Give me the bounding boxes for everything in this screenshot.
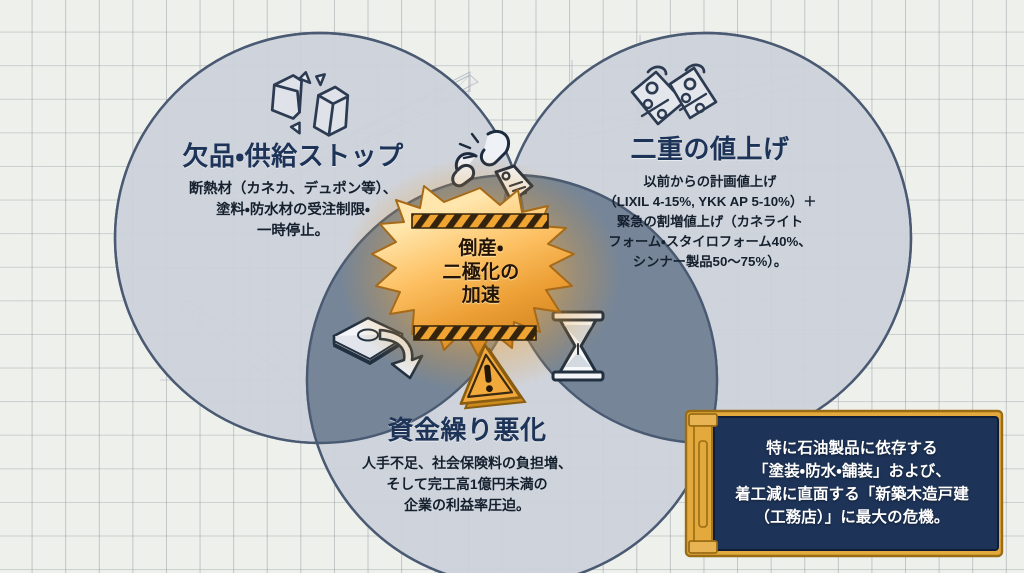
- supply-stop-title: 欠品・供給ストップ: [182, 141, 404, 171]
- price-hike-body: 以前からの計画値上げ （LIXIL 4-15%, YKK AP 5-10%）＋ …: [565, 172, 855, 272]
- callout-line: 「塗装・防水・舗装」および、: [753, 463, 951, 481]
- callout-line: （工務店）」に最大の危機。: [754, 508, 950, 526]
- cashflow-text: 資金繰り悪化 人手不足、社会保険料の負担増、 そして完工高1億円未満の 企業の利…: [322, 414, 612, 515]
- cashflow-title: 資金繰り悪化: [387, 415, 547, 445]
- price-hike-body-line: フォーム・スタイロフォーム40%、: [608, 234, 812, 250]
- cashflow-body-line: そして完工高1億円未満の: [386, 475, 548, 492]
- price-hike-title: 二重の値上げ: [630, 134, 790, 164]
- price-hike-body-line: シンナー製品50〜75%）。: [632, 254, 788, 270]
- callout-line: 特に石油製品に依存する: [766, 440, 938, 458]
- cashflow-body-line: 人手不足、社会保険料の負担増、: [362, 455, 572, 472]
- supply-stop-body-line: 断熱材（カネカ、デュポン等）、: [188, 181, 398, 198]
- key-risk-callout: 特に石油製品に依存する 「塗装・防水・舗装」および、 着工減に直面する「新築木造…: [686, 411, 1002, 556]
- cashflow-body: 人手不足、社会保険料の負担増、 そして完工高1億円未満の 企業の利益率圧迫。: [322, 453, 612, 515]
- price-hike-body-line: 緊急の割増値上げ（カネライト: [616, 214, 804, 230]
- supply-stop-text: 欠品・供給ストップ 断熱材（カネカ、デュポン等）、 塗料・防水材の受注制限・ 一…: [148, 140, 438, 242]
- supply-stop-body-line: 塗料・防水材の受注制限・: [216, 202, 370, 219]
- gold-pillar-ornament: [688, 413, 718, 554]
- callout-line: 着工減に直面する「新築木造戸建: [735, 486, 969, 503]
- broken-box-icon: [270, 71, 350, 137]
- supply-stop-body-line: 一時停止。: [257, 223, 329, 240]
- price-hike-text: 二重の値上げ 以前からの計画値上げ （LIXIL 4-15%, YKK AP 5…: [565, 133, 855, 272]
- key-risk-callout-frame: [684, 409, 1004, 558]
- price-hike-body-line: （LIXIL 4-15%, YKK AP 5-10%）＋: [603, 194, 817, 210]
- price-tags-percent-icon: [630, 63, 718, 126]
- price-hike-body-line: 以前からの計画値上げ: [643, 174, 777, 190]
- supply-stop-body: 断熱材（カネカ、デュポン等）、 塗料・防水材の受注制限・ 一時停止。: [148, 179, 438, 242]
- crisis-burst: [340, 157, 620, 393]
- key-risk-callout-text: 特に石油製品に依存する 「塗装・防水・舗装」および、 着工減に直面する「新築木造…: [714, 424, 990, 544]
- cashflow-body-line: 企業の利益率圧迫。: [404, 496, 530, 513]
- warning-triangle-icon: [459, 343, 527, 410]
